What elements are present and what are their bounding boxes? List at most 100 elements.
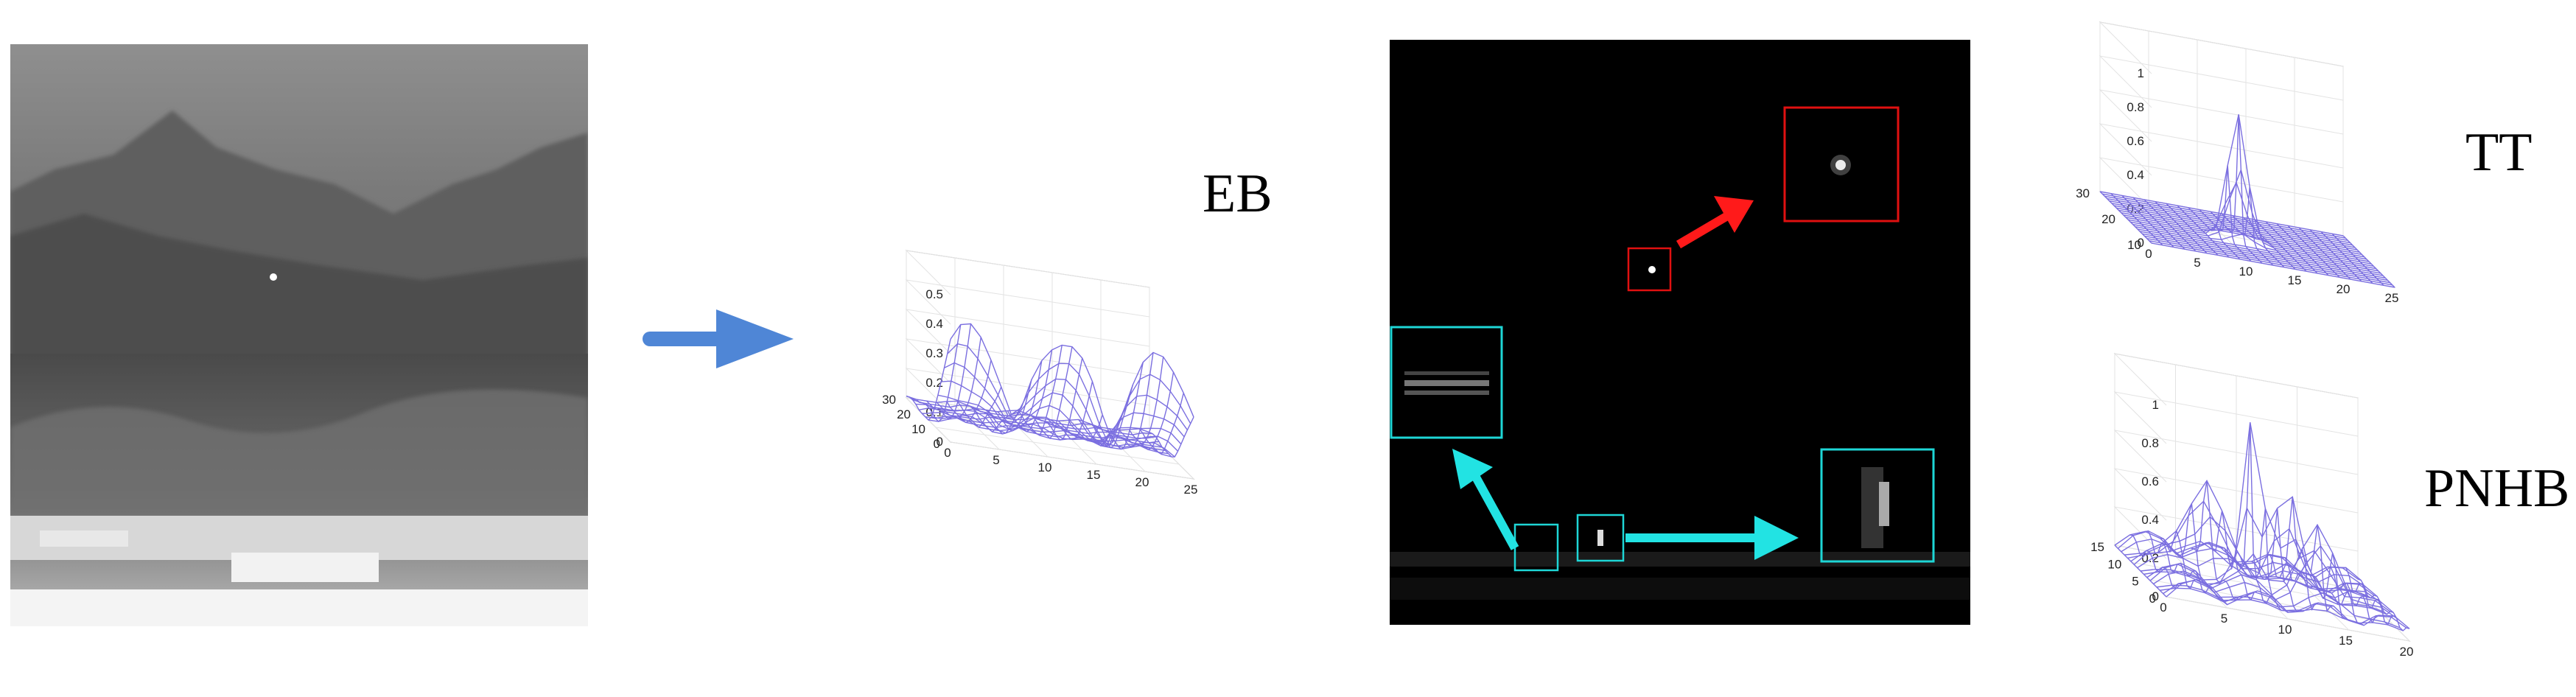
tt-y-tick: 30 <box>2076 186 2090 200</box>
eb-mesh-line <box>1149 416 1194 458</box>
pnhb-y-tick: 15 <box>2090 540 2104 554</box>
eb-mesh-line <box>926 323 972 420</box>
pnhb-z-tick: 0.8 <box>2141 436 2159 450</box>
tt-mesh-line <box>2276 223 2329 276</box>
tt-x-tick: 0 <box>2145 247 2152 261</box>
tt-mesh <box>2099 114 2395 288</box>
eb-x-tick: 10 <box>1038 460 1052 474</box>
tt-z-tick: 0.8 <box>2127 100 2144 114</box>
pnhb-y-tick: 5 <box>2132 575 2138 589</box>
target-box-small <box>1627 247 1672 292</box>
pnhb-z-tick: 1 <box>2152 398 2159 412</box>
eb-x-tick: 5 <box>993 453 999 467</box>
clutter-box-small-2 <box>1576 514 1625 562</box>
pnhb-x-tick: 0 <box>2160 600 2166 614</box>
pnhb-z-tick: 0.6 <box>2141 474 2159 488</box>
pnhb-mesh-line <box>2114 544 2167 598</box>
pnhb-mesh-line <box>2281 525 2334 612</box>
target-zoom-halo <box>1830 155 1851 175</box>
pnhb-x-tick: 15 <box>2339 634 2353 648</box>
clutter-zoom-left-stripe-1 <box>1404 380 1489 386</box>
eb-ygrid <box>950 441 1194 480</box>
pnhb-z-tick: 0.4 <box>2141 513 2159 527</box>
tt-y-tick: 20 <box>2101 212 2115 226</box>
eb-x-tick: 15 <box>1087 468 1101 482</box>
eb-mesh <box>906 323 1194 458</box>
pnhb-x-tick: 20 <box>2400 645 2414 659</box>
pnhb-mesh-line <box>2342 567 2395 626</box>
tt-mesh-line <box>2210 114 2263 264</box>
eb-x-tick: 25 <box>1184 483 1198 497</box>
eb-mesh-line <box>1057 414 1103 441</box>
pnhb-mesh-line <box>2311 574 2365 626</box>
eb-mesh-line <box>1119 357 1164 446</box>
eb-y-tick: 30 <box>882 393 896 407</box>
pnhb-y-tick: 10 <box>2107 557 2121 571</box>
eb-mesh-line <box>1098 362 1144 450</box>
tt-z-tick: 1 <box>2138 66 2144 80</box>
eb-mesh-line <box>946 360 992 424</box>
tt-mesh-line <box>2265 221 2318 274</box>
clutter-zoom-right-highlight <box>1879 482 1889 526</box>
eb-y-tick: 0 <box>934 437 940 451</box>
eb-z-tick: 0.5 <box>925 287 943 301</box>
eb-mesh-line <box>1108 352 1154 448</box>
clutter-zoom-left-stripe-3 <box>1404 371 1489 375</box>
pnhb-x-tick: 10 <box>2278 623 2292 637</box>
tt-mesh-line <box>2320 231 2373 284</box>
tt-mesh-line <box>2143 199 2197 252</box>
eb-x-tick: 0 <box>944 446 951 460</box>
eb-mesh-line <box>987 379 1032 432</box>
eb-mesh-line <box>1078 413 1124 446</box>
flow-arrow-head <box>716 309 794 368</box>
pnhb-mesh-line <box>2145 530 2197 590</box>
target-spot <box>1648 266 1656 273</box>
ir-small-target <box>270 273 277 281</box>
tt-mesh-line <box>2132 197 2185 250</box>
eb-label: EB <box>1203 164 1273 224</box>
eb-mesh-line <box>1017 345 1063 436</box>
target-arrow-shaft <box>1676 211 1732 249</box>
eb-mesh-line <box>1027 346 1073 440</box>
pnhb-mesh-line <box>2357 578 2410 631</box>
tt-z-tick: 0.4 <box>2127 168 2144 182</box>
tt-x-tick: 15 <box>2288 273 2302 287</box>
clutter-zoom-left-stripe-2 <box>1404 390 1489 395</box>
ir-ridge <box>10 214 588 383</box>
eb-mesh-line <box>1037 357 1083 441</box>
eb-mesh-line <box>1048 381 1093 441</box>
target-box-zoom <box>1783 106 1900 223</box>
ir-foreground <box>10 589 588 626</box>
eb-mesh-line <box>1138 393 1184 455</box>
eb-mesh-line <box>906 339 951 421</box>
pnhb-z-tick: 0 <box>2152 589 2159 603</box>
tt-mesh-line <box>2243 217 2296 270</box>
clutter-box-zoom-left <box>1390 326 1503 439</box>
response-map <box>1390 40 1970 625</box>
flow-arrow-icon <box>643 309 794 368</box>
tt-mesh-line <box>2199 165 2252 262</box>
eb-mesh-line <box>967 404 1012 433</box>
eb-z-tick: 0.2 <box>925 376 943 390</box>
pnhb-y-tick: 0 <box>2149 592 2156 606</box>
tt-mesh-line <box>2177 205 2230 258</box>
pnhb-mesh-line <box>2236 508 2289 613</box>
pnhb-mesh-line <box>2160 529 2212 594</box>
eb-mesh-line <box>1088 384 1134 449</box>
eb-mesh-line <box>956 386 1002 429</box>
pnhb-x-tick: 5 <box>2221 612 2227 626</box>
clutter-arrow-left-shaft <box>1470 472 1519 550</box>
tt-mesh-line <box>2221 186 2274 266</box>
pnhb-mesh-line <box>2129 534 2182 589</box>
eb-mesh-line <box>1128 371 1175 451</box>
infrared-input-image <box>10 44 588 626</box>
eb-mesh-line <box>916 324 962 423</box>
eb-mesh-line <box>936 337 981 418</box>
infrared-scene <box>10 44 588 626</box>
tt-z-tick: 0.6 <box>2127 134 2144 148</box>
pnhb-mesh-line <box>2267 497 2319 611</box>
response-map-canvas <box>1390 40 1970 625</box>
